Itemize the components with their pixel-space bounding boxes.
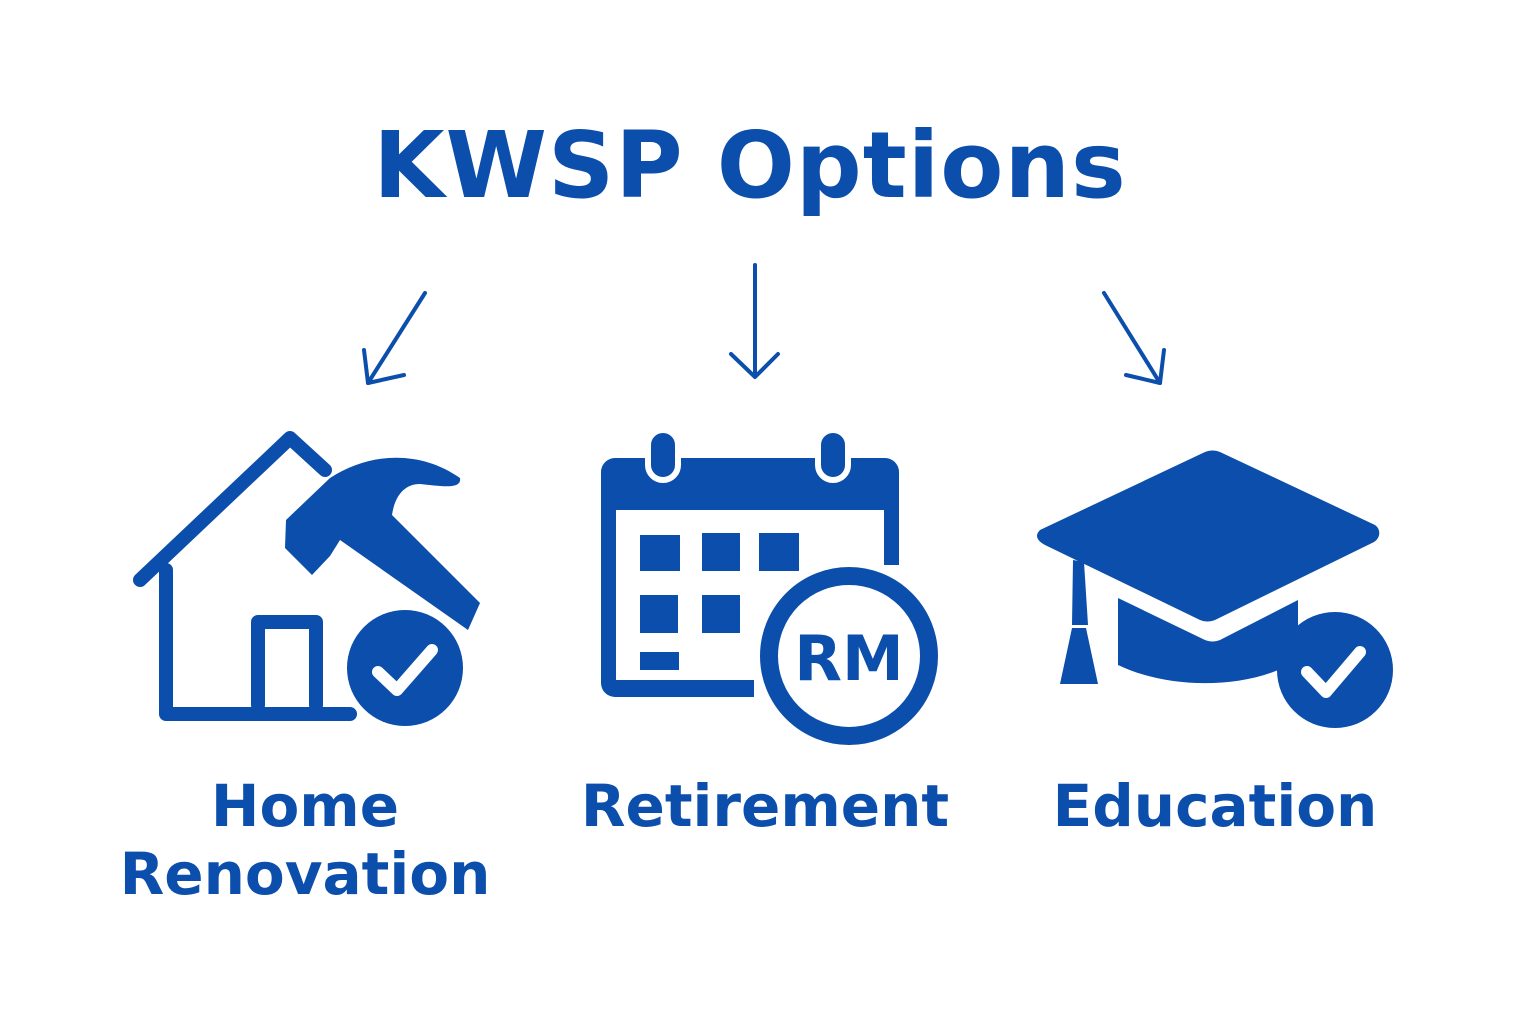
arrow-left-icon [362,291,427,385]
arrow-center-icon [729,263,780,379]
graduation-cap-check-icon [1037,450,1393,728]
arrow-right-icon [1102,291,1166,385]
calendar-rm-icon: RM [601,427,938,745]
option-education-label: Education [1052,772,1378,840]
home-renovation-label-line1: Home [210,772,400,840]
house-hammer-check-icon [133,431,480,726]
option-retirement-label: Retirement [580,772,950,840]
home-renovation-label-line2: Renovation [119,840,491,908]
rm-badge-text: RM [794,622,903,695]
option-home-renovation: Home Renovation [110,772,500,908]
page-title: KWSP Options [373,112,1127,219]
